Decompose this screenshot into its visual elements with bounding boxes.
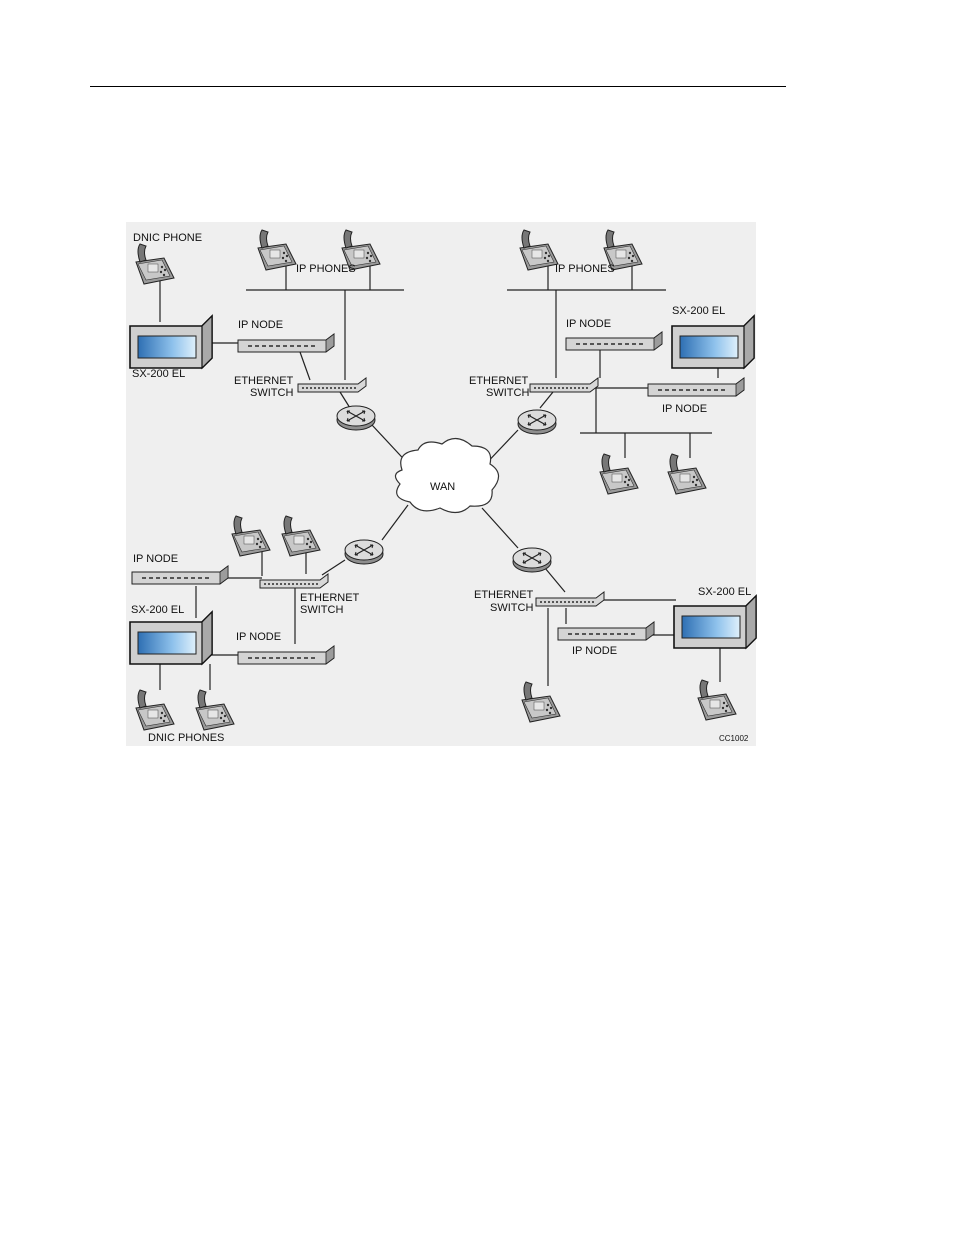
phone-icon <box>257 229 297 271</box>
label-sx200-nw: SX-200 EL <box>132 368 185 380</box>
figure-code: CC1002 <box>719 734 749 743</box>
label-switch-ne: SWITCH <box>486 387 529 399</box>
label-wan: WAN <box>430 481 455 493</box>
ip-node-icon <box>237 333 335 353</box>
label-sx200-sw: SX-200 EL <box>131 604 184 616</box>
pbx-icon <box>129 315 213 369</box>
label-ip-node-se: IP NODE <box>572 645 617 657</box>
label-dnic-phones: DNIC PHONES <box>148 732 224 744</box>
label-ip-node-sw-1: IP NODE <box>133 553 178 565</box>
label-sx200-se: SX-200 EL <box>698 586 751 598</box>
wan-cloud-icon <box>394 437 500 514</box>
router-icon <box>512 547 552 573</box>
phone-icon <box>195 689 235 731</box>
label-ethernet-sw: ETHERNET <box>300 592 360 604</box>
label-ethernet-nw: ETHERNET <box>234 375 294 387</box>
label-ip-node-nw: IP NODE <box>238 319 283 331</box>
phone-icon <box>521 681 561 723</box>
label-switch-se: SWITCH <box>490 602 533 614</box>
ethernet-switch-icon <box>297 377 367 393</box>
pbx-icon <box>129 611 213 665</box>
ip-node-icon <box>131 565 229 585</box>
ethernet-switch-icon <box>535 591 605 607</box>
phone-icon <box>231 515 271 557</box>
label-ethernet-se: ETHERNET <box>474 589 534 601</box>
label-ip-phones-ne: IP PHONES <box>555 263 615 275</box>
connection-lines <box>159 262 721 690</box>
label-ip-node-sw-2: IP NODE <box>236 631 281 643</box>
pbx-icon <box>671 315 755 369</box>
router-icon <box>336 405 376 431</box>
label-ip-phones-nw: IP PHONES <box>296 263 356 275</box>
pbx-icon <box>673 595 757 649</box>
ip-node-icon <box>647 377 745 397</box>
phone-icon <box>667 453 707 495</box>
header-rule <box>90 86 786 87</box>
label-ip-node-ne-2: IP NODE <box>662 403 707 415</box>
label-dnic-phone: DNIC PHONE <box>133 232 202 244</box>
ethernet-switch-icon <box>529 377 599 393</box>
label-ethernet-ne: ETHERNET <box>469 375 529 387</box>
router-icon <box>517 409 557 435</box>
ip-node-icon <box>557 621 655 641</box>
phone-icon <box>697 679 737 721</box>
label-switch-nw: SWITCH <box>250 387 293 399</box>
phone-icon <box>281 515 321 557</box>
ip-node-icon <box>237 645 335 665</box>
label-switch-sw: SWITCH <box>300 604 343 616</box>
phone-icon <box>135 243 175 285</box>
ethernet-switch-icon <box>259 573 329 589</box>
phone-icon <box>599 453 639 495</box>
phone-icon <box>135 689 175 731</box>
label-sx200-ne: SX-200 EL <box>672 305 725 317</box>
ip-node-icon <box>565 331 663 351</box>
router-icon <box>344 539 384 565</box>
label-ip-node-ne-1: IP NODE <box>566 318 611 330</box>
phone-icon <box>519 229 559 271</box>
